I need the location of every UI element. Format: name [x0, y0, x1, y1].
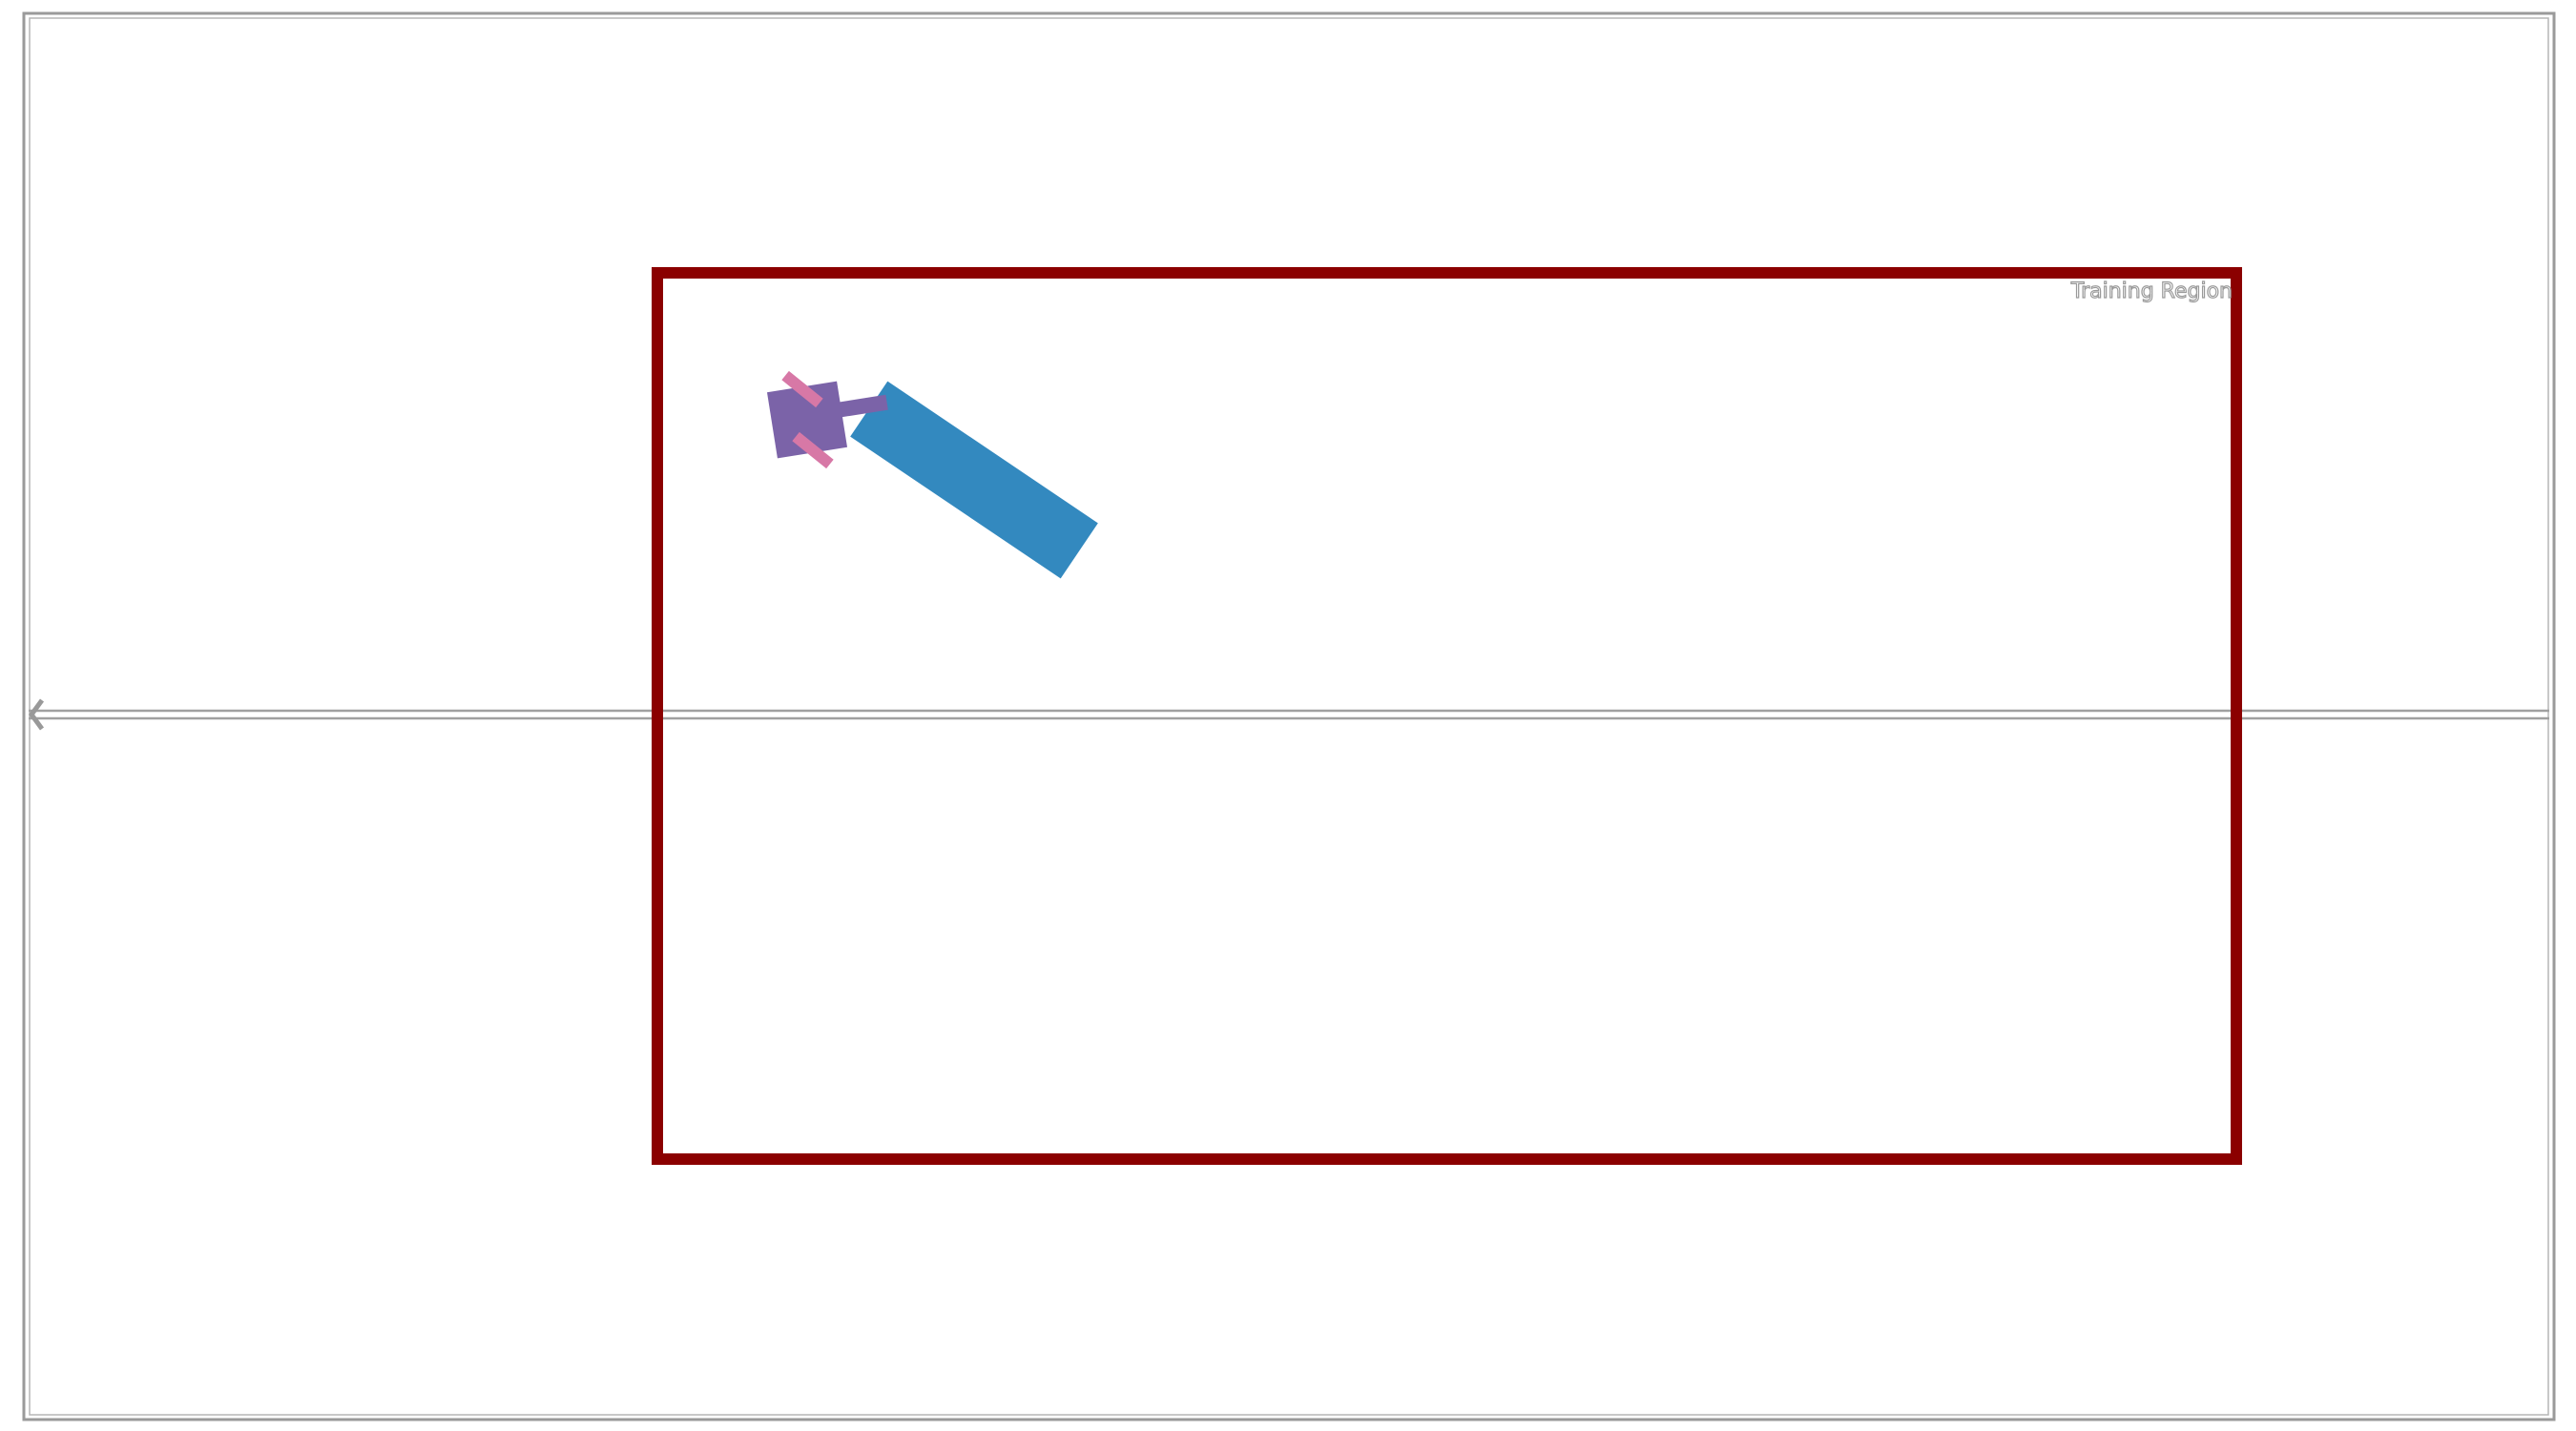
training-region: [652, 267, 2242, 1165]
tractor-wheel-bottom: [792, 431, 834, 469]
tractor-cab[interactable]: [766, 381, 848, 459]
chevron-left-icon[interactable]: [28, 698, 45, 731]
trailer[interactable]: [850, 381, 1098, 579]
outer-frame-inner: [29, 17, 2549, 1416]
training-region-label: Training Region: [2070, 280, 2233, 303]
outer-frame: [22, 11, 2556, 1421]
tractor-wheel-top: [781, 370, 823, 408]
